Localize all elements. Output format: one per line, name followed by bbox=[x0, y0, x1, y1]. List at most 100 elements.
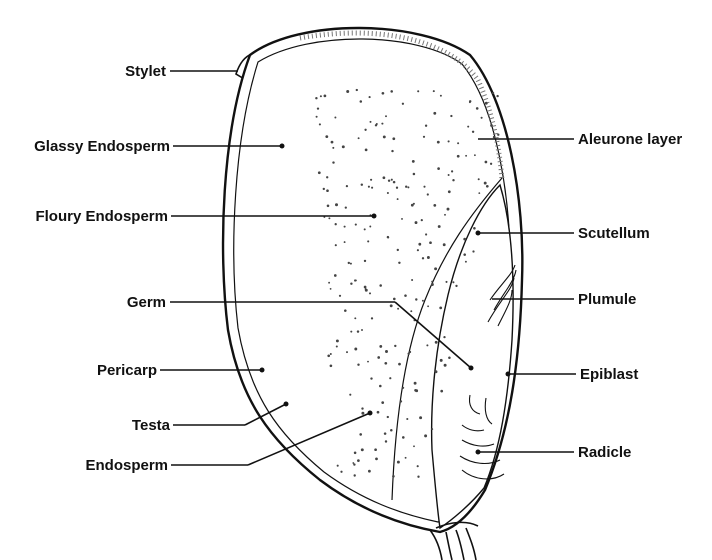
stipple-dot bbox=[405, 186, 407, 188]
stipple-dot bbox=[368, 470, 371, 473]
stipple-dot bbox=[364, 286, 367, 289]
stipple-dot bbox=[331, 141, 334, 144]
stipple-dot bbox=[457, 155, 460, 158]
stipple-dot bbox=[440, 390, 443, 393]
stipple-dot bbox=[358, 137, 360, 139]
stipple-dot bbox=[484, 182, 487, 185]
stipple-dot bbox=[393, 181, 396, 184]
stipple-dot bbox=[355, 224, 357, 226]
stipple-dot bbox=[413, 173, 416, 176]
stipple-dot bbox=[431, 281, 433, 283]
stipple-dot bbox=[350, 331, 352, 333]
stipple-dot bbox=[320, 95, 322, 97]
stipple-dot bbox=[415, 221, 418, 224]
stipple-dot bbox=[353, 463, 355, 465]
stipple-dot bbox=[443, 243, 446, 246]
stipple-dot bbox=[478, 192, 480, 194]
stipple-dot bbox=[405, 457, 407, 459]
stipple-dot bbox=[328, 282, 330, 284]
seed-illustration bbox=[223, 28, 522, 560]
stipple-dot bbox=[356, 89, 358, 91]
stipple-dot bbox=[350, 282, 352, 284]
stipple-dot bbox=[337, 465, 339, 467]
stipple-dot bbox=[440, 95, 442, 97]
stipple-dot bbox=[364, 228, 366, 230]
stipple-dot bbox=[364, 129, 366, 131]
stipple-dot bbox=[457, 142, 459, 144]
stipple-dot bbox=[469, 101, 471, 103]
stipple-dot bbox=[354, 452, 357, 455]
stipple-dot bbox=[417, 465, 419, 467]
stipple-dot bbox=[448, 140, 450, 142]
stipple-dot bbox=[388, 179, 390, 181]
stipple-dot bbox=[455, 285, 457, 287]
stipple-dot bbox=[426, 344, 428, 346]
stipple-dot bbox=[448, 357, 451, 360]
stipple-dot bbox=[377, 356, 380, 359]
stipple-dot bbox=[433, 90, 435, 92]
stipple-dot bbox=[422, 257, 424, 259]
stipple-dot bbox=[474, 154, 476, 156]
stipple-dot bbox=[382, 92, 385, 95]
stipple-dot bbox=[485, 161, 488, 164]
label-glassy-endosperm: Glassy Endosperm bbox=[34, 138, 170, 155]
stipple-dot bbox=[335, 223, 337, 225]
label-aleurone-layer: Aleurone layer bbox=[578, 131, 682, 148]
stipple-dot bbox=[340, 471, 342, 473]
pedicel bbox=[430, 522, 478, 560]
stipple-dot bbox=[379, 345, 382, 348]
stipple-dot bbox=[425, 125, 427, 127]
stipple-dot bbox=[367, 240, 369, 242]
stipple-dot bbox=[335, 203, 338, 206]
label-germ: Germ bbox=[127, 294, 166, 311]
stipple-dot bbox=[335, 244, 337, 246]
stipple-dot bbox=[427, 256, 430, 259]
stipple-dot bbox=[361, 183, 363, 185]
stipple-dot bbox=[365, 149, 368, 152]
stipple-dot bbox=[439, 307, 442, 310]
stipple-dot bbox=[318, 171, 321, 174]
stipple-dot bbox=[381, 123, 383, 125]
stipple-dot bbox=[406, 418, 408, 420]
stipple-dot bbox=[377, 411, 380, 414]
stipple-dot bbox=[413, 445, 415, 447]
stipple-dot bbox=[391, 179, 393, 181]
stipple-dot bbox=[324, 95, 327, 98]
stipple-dot bbox=[452, 281, 454, 283]
stipple-dot bbox=[398, 363, 401, 366]
stipple-dot bbox=[397, 461, 400, 464]
stipple-dot bbox=[361, 412, 364, 415]
stipple-dot bbox=[336, 339, 339, 342]
stipple-dot bbox=[384, 432, 387, 435]
stipple-dot bbox=[411, 279, 413, 281]
stipple-dot bbox=[317, 107, 319, 109]
stipple-dot bbox=[463, 238, 466, 241]
stipple-dot bbox=[444, 214, 446, 216]
stipple-dot bbox=[342, 145, 345, 148]
stipple-dot bbox=[369, 292, 371, 294]
stipple-dot bbox=[326, 176, 328, 178]
stipple-dot bbox=[444, 364, 447, 367]
stipple-dot bbox=[417, 90, 419, 92]
stipple-dot bbox=[349, 394, 351, 396]
stipple-dot bbox=[493, 136, 495, 138]
stipple-dot bbox=[415, 298, 417, 300]
stipple-dot bbox=[348, 262, 350, 264]
label-pericarp: Pericarp bbox=[97, 362, 157, 379]
stipple-dot bbox=[354, 474, 356, 476]
stipple-dot bbox=[361, 407, 363, 409]
stipple-dot bbox=[433, 204, 436, 207]
stipple-dot bbox=[485, 102, 488, 105]
stipple-dot bbox=[371, 317, 373, 319]
stipple-dot bbox=[465, 261, 467, 263]
stipple-dot bbox=[334, 117, 336, 119]
stipple-dot bbox=[354, 348, 357, 351]
stipple-dot bbox=[418, 243, 421, 246]
stipple-dot bbox=[379, 385, 382, 388]
stipple-dot bbox=[357, 330, 359, 332]
stipple-dot bbox=[361, 329, 363, 331]
stipple-dot bbox=[328, 217, 330, 219]
stipple-dot bbox=[407, 186, 409, 188]
stipple-dot bbox=[427, 193, 429, 195]
